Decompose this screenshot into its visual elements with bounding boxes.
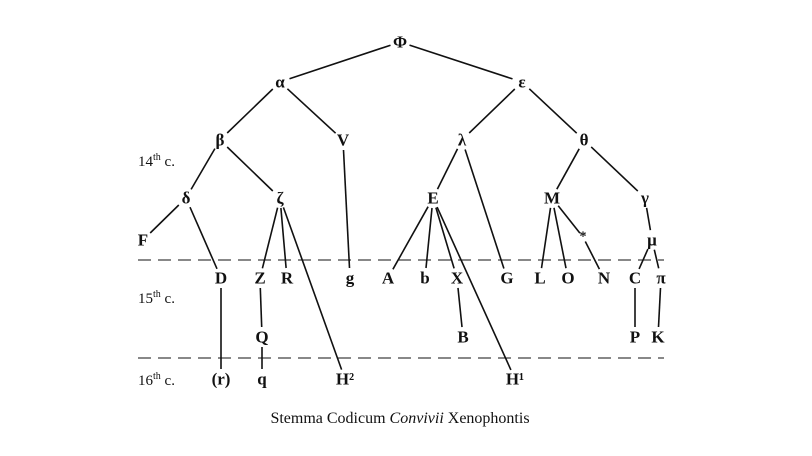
node-gamma: γ [640,189,649,208]
node-l: L [534,269,545,288]
node-q: Q [255,328,268,347]
century-label-15th: 15th c. [138,289,175,307]
edge-lambda-to-g [464,149,505,269]
edge-beta-to-zeta [226,146,274,192]
edge-zeta-to-r [280,207,287,269]
node-alpha: α [275,73,285,92]
node-z: Z [254,269,265,288]
edge-theta-to-gamma [590,146,639,192]
node-q: q [257,370,267,389]
edge-e-to-b [425,207,433,269]
edge-epsilon-to-theta [528,88,578,134]
edge-z-to-q [259,287,263,328]
edge-m-to-l [540,207,552,269]
node-f: F [138,231,148,250]
node-k: K [651,328,665,347]
node-b: B [457,328,468,347]
stemma-edges [149,44,662,371]
node-c: C [629,269,641,288]
node-beta: β [216,131,225,150]
century-label-16th: 16th c. [138,371,175,389]
edge-v-to-g [342,149,351,269]
edge-zeta-to-z [261,207,279,269]
node-a: A [382,269,395,288]
node-e: E [427,189,438,208]
edge-theta-to-m [556,148,580,190]
century-labels: 14th c. 15th c. 16th c. [138,152,175,389]
edge-epsilon-to-lambda [468,88,516,134]
node-d: D [215,269,227,288]
edge-alpha-to-beta [226,88,274,134]
edge-alpha-to-v [286,88,337,134]
edge-x-to-b [457,287,463,328]
node-star: * [580,230,587,245]
edge-beta-to-delta [190,148,216,190]
node-o: O [561,269,574,288]
node-phi: Φ [393,33,407,52]
edge-m-to-o [553,207,567,269]
node-h1: H¹ [506,370,524,389]
node-delta: δ [182,189,191,208]
century-dividers [138,259,664,359]
node-x: X [451,269,464,288]
node-theta: θ [580,131,589,150]
node-b: b [420,269,429,288]
node-lambda: λ [458,131,467,150]
edge-zeta-to-h2 [282,207,343,370]
diagram-caption: Stemma Codicum Convivii Xenophontis [270,410,529,427]
node-r: (r) [212,370,231,389]
edge-e-to-h1 [436,206,512,371]
edge-delta-to-d [189,206,218,270]
edge-gamma-to-mu [645,207,652,231]
edge-phi-to-epsilon [409,44,513,80]
edge-pi-to-k [657,287,662,328]
node-m: M [544,189,560,208]
edge-e-to-a [392,206,429,270]
node-p: P [630,328,640,347]
node-g: g [346,269,355,288]
node-epsilon: ε [518,73,525,92]
node-pi: π [656,269,666,288]
edge-phi-to-alpha [289,44,391,80]
node-zeta: ζ [276,189,284,208]
edge-m-to-star [557,205,581,234]
edge-lambda-to-e [436,148,459,190]
node-r: R [281,269,294,288]
edge-star-to-n [584,241,601,270]
node-h2: H² [336,370,354,389]
node-n: N [598,269,611,288]
edge-mu-to-pi [653,249,660,269]
node-g: G [500,269,513,288]
edge-delta-to-f [149,204,180,234]
node-mu: μ [647,231,657,250]
edge-e-to-x [435,207,455,269]
edge-mu-to-c [638,248,649,270]
century-label-14th: 14th c. [138,152,175,170]
node-v: V [337,131,350,150]
